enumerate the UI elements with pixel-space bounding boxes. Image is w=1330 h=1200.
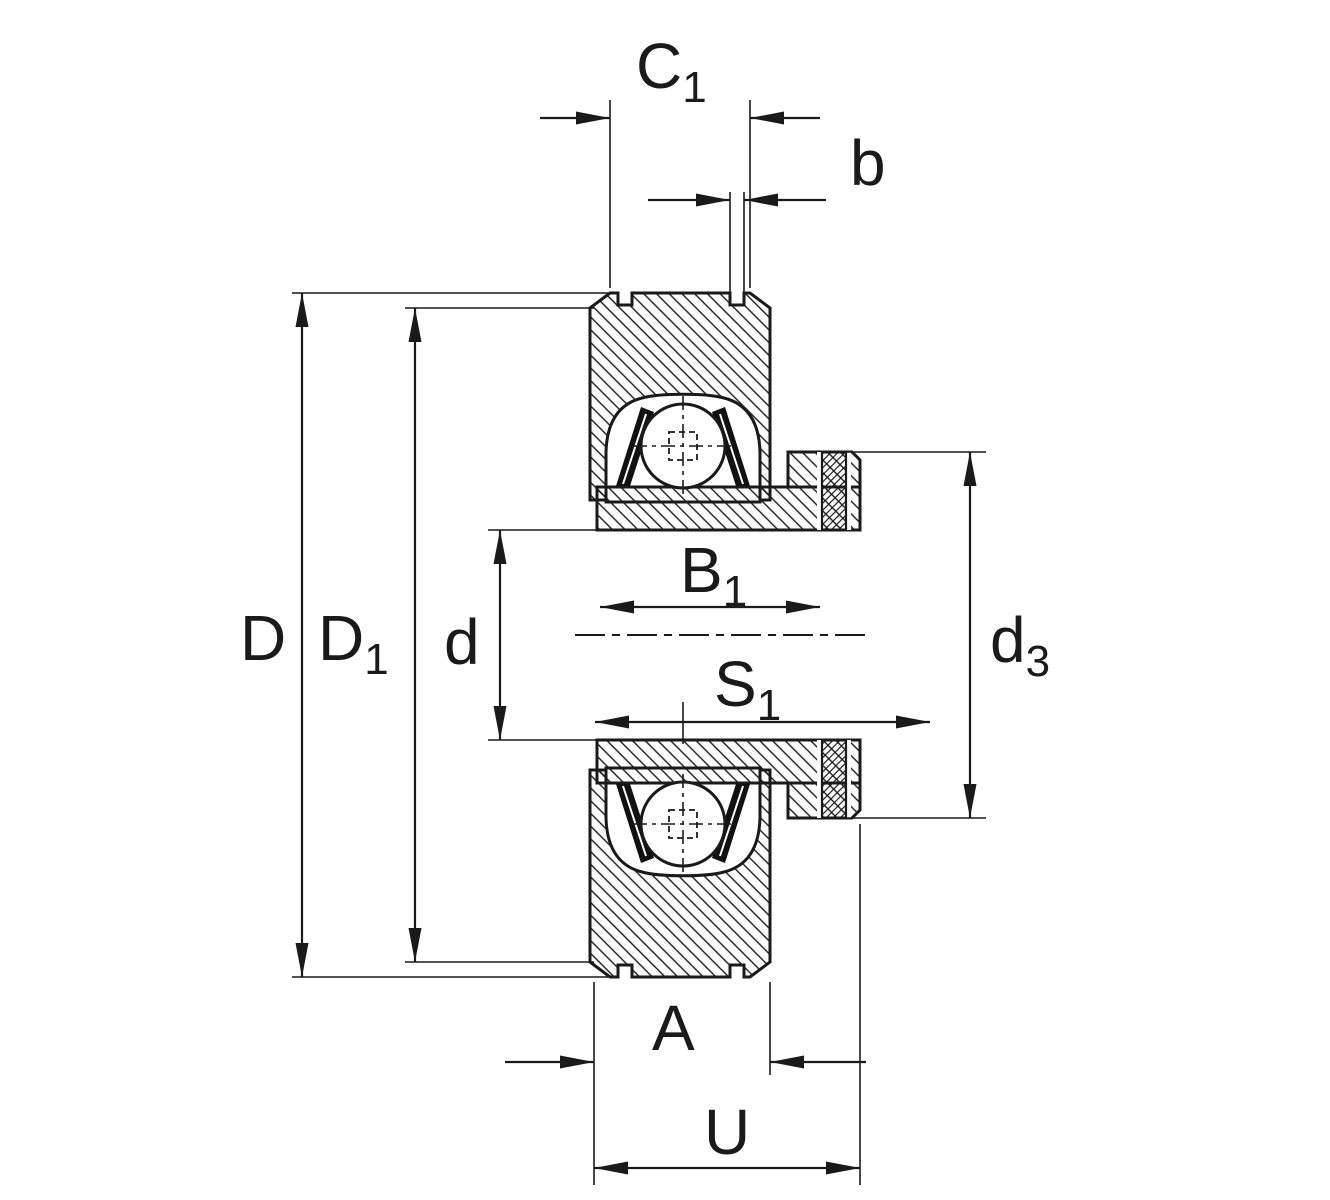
dim-D: [295, 293, 309, 977]
screw-gap-right-top: [846, 452, 851, 530]
arrow-d-top: [493, 530, 507, 564]
dimension-labels: C1 b D D1 d B1 S1 d3 A U: [240, 30, 1050, 1168]
arrow-c1-right: [750, 111, 784, 125]
dim-A: [505, 1055, 866, 1069]
arrow-d3-top: [963, 452, 977, 486]
ball-bottom-center-square: [668, 809, 698, 839]
dim-label-d3: d3: [990, 604, 1050, 686]
arrow-U-right: [826, 1161, 860, 1175]
arrow-S1-left: [595, 715, 629, 729]
seal-lip-top-right: [719, 413, 744, 485]
arrow-A-left: [560, 1055, 594, 1069]
dim-S1: [595, 715, 930, 729]
dim-d: [493, 530, 507, 740]
screw-gap-left-bottom: [817, 740, 822, 818]
dim-label-D1: D1: [318, 602, 389, 684]
dim-D1: [408, 308, 422, 962]
arrow-d3-bottom: [963, 784, 977, 818]
dim-d3: [963, 452, 977, 818]
arrow-D1-top: [408, 308, 422, 342]
ball-top-center-square: [668, 431, 698, 461]
dim-label-U: U: [704, 1096, 750, 1168]
arrow-S1-right: [896, 715, 930, 729]
extension-lines: [292, 100, 986, 1185]
arrow-b-left: [696, 193, 730, 207]
bearing-section: [575, 291, 868, 979]
arrow-B1-right: [786, 600, 820, 614]
screw-gap-right-bottom: [846, 740, 851, 818]
inner-ring-top-section: [595, 485, 862, 532]
seal-lip-top-left: [622, 413, 647, 485]
arrow-D-top: [295, 293, 309, 327]
inner-ring-bottom-section: [595, 738, 862, 785]
dim-label-d: d: [444, 606, 480, 678]
seal-lip-bottom-left: [622, 785, 647, 857]
screw-gap-left-top: [817, 452, 822, 530]
dim-b: [648, 193, 826, 207]
dim-label-b: b: [850, 127, 886, 199]
dim-label-S1: S1: [714, 648, 781, 730]
dim-B1: [600, 600, 820, 614]
dim-c1: [540, 111, 820, 125]
arrow-c1-left: [576, 111, 610, 125]
set-screw-top: [820, 450, 848, 532]
dim-label-c1: C1: [636, 30, 707, 112]
dim-label-B1: B1: [680, 534, 747, 616]
dim-label-A: A: [652, 992, 695, 1064]
arrow-D-bottom: [295, 943, 309, 977]
dim-label-D: D: [240, 602, 286, 674]
arrow-U-left: [594, 1161, 628, 1175]
arrow-D1-bottom: [408, 928, 422, 962]
seal-lip-bottom-right: [719, 785, 744, 857]
arrow-B1-left: [600, 600, 634, 614]
dim-U: [594, 1161, 860, 1175]
arrow-A-right: [770, 1055, 804, 1069]
dimension-lines: [295, 111, 977, 1175]
arrow-b-right: [744, 193, 778, 207]
arrow-d-bottom: [493, 706, 507, 740]
set-screw-bottom: [820, 738, 848, 820]
